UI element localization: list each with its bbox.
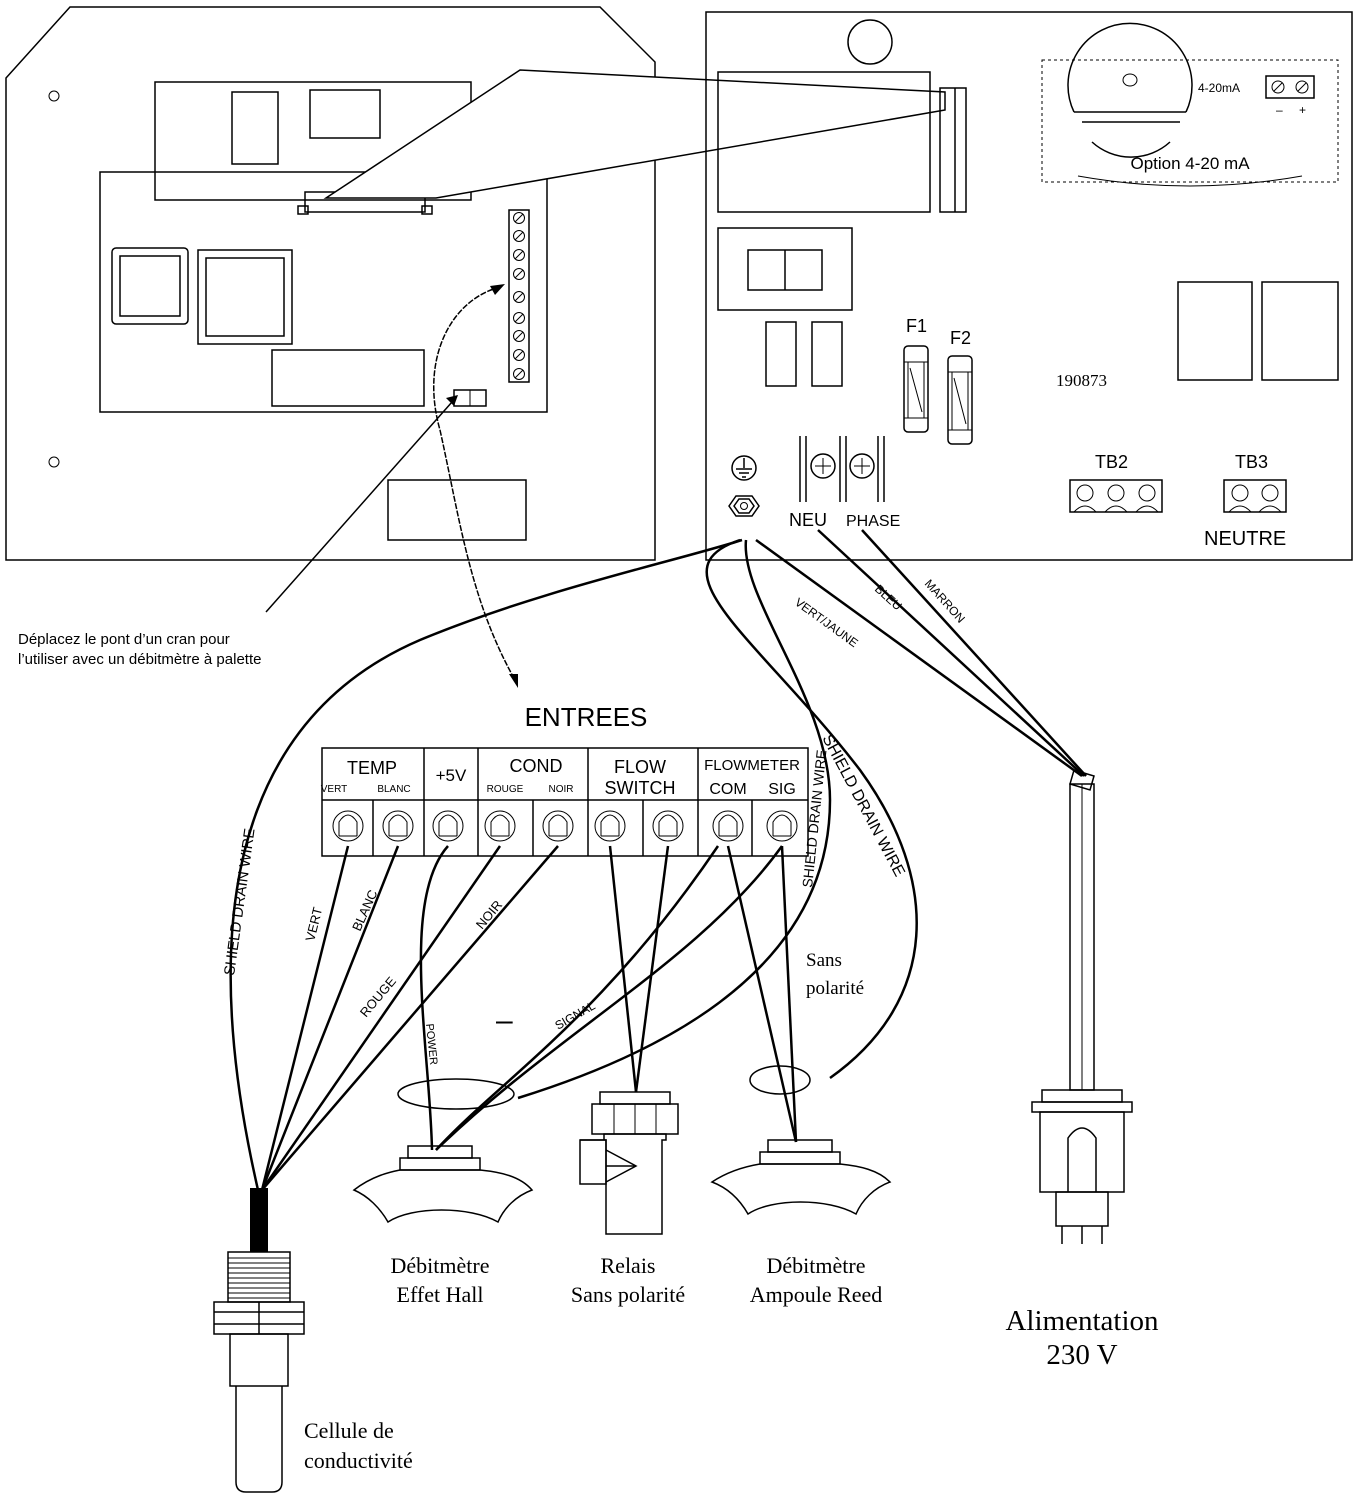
tb3-label: TB3: [1235, 452, 1268, 472]
option-title: Option 4-20 mA: [1130, 154, 1250, 173]
input-screw-6: [594, 810, 626, 842]
jumper-note: Déplacez le pont d’un cran pour l’utilis…: [18, 395, 458, 668]
label-shield-left: SHIELD DRAIN WIRE: [221, 827, 258, 976]
label-power: POWER: [423, 1023, 439, 1066]
input-screw-8: [712, 810, 744, 842]
input-screw-9: [766, 810, 798, 842]
group-plus5v: +5V: [436, 766, 467, 785]
input-screw-7: [652, 810, 684, 842]
jumper-note-line1: Déplacez le pont d’un cran pour: [18, 631, 230, 648]
relay-label-1: Relais: [601, 1253, 656, 1278]
tb2-label: TB2: [1095, 452, 1128, 472]
label-signal: SIGNAL: [553, 998, 598, 1032]
sans-polarite-2: polarité: [806, 978, 864, 999]
cell-label-2: conductivité: [304, 1448, 413, 1473]
phase-label: PHASE: [846, 513, 900, 530]
fuse-f1: F1: [903, 316, 929, 433]
group-temp: TEMP: [347, 758, 397, 778]
label-rouge: ROUGE: [357, 974, 399, 1020]
input-terminal-screws: [332, 810, 798, 842]
label-bleu: BLEU: [872, 582, 905, 613]
terminal-pointer-arrow: [432, 284, 518, 688]
input-screw-2: [382, 810, 414, 842]
ground-stud: [728, 495, 760, 517]
tb3-terminal: TB3 NEUTRE: [1204, 452, 1287, 550]
label-marron: MARRON: [922, 577, 968, 626]
hall-label-2: Effet Hall: [397, 1282, 484, 1307]
label-shield-mid: SHIELD DRAIN WIRE: [799, 749, 829, 888]
label-vert-jaune: VERT/JAUNE: [792, 595, 860, 650]
sub-vert: VERT: [321, 784, 348, 795]
reed-label-1: Débitmètre: [767, 1253, 866, 1278]
input-screw-3: [432, 810, 464, 842]
fuse-f2: F2: [947, 328, 973, 445]
group-switch: SWITCH: [605, 778, 676, 798]
group-flow: FLOW: [614, 757, 666, 777]
option-minus: –: [1276, 103, 1283, 117]
board-terminal-strip: [508, 209, 530, 383]
wires: [229, 529, 1087, 1191]
option-4-20-board: 4-20mA – + Option 4-20 mA: [1041, 22, 1339, 187]
reed-label-2: Ampoule Reed: [750, 1282, 883, 1307]
part-number: 190873: [1056, 371, 1107, 390]
sans-polarite-1: Sans: [806, 950, 842, 971]
input-screw-5: [542, 810, 574, 842]
mains-terminal-block: NEU PHASE: [789, 436, 900, 530]
inputs-terminal-block: ENTREES TEMP VERT BLANC +5V COND ROUGE N…: [321, 702, 809, 857]
reed-flowmeter: Sans polarité Débitmètre Ampoule Reed: [710, 950, 892, 1307]
fuse-f2-label: F2: [950, 328, 971, 348]
jumper-note-line2: l’utiliser avec un débitmètre à palette: [18, 651, 261, 668]
sub-rouge: ROUGE: [487, 784, 524, 795]
ground-icon: [731, 455, 757, 481]
inputs-title: ENTREES: [525, 702, 648, 732]
neutre-label: NEUTRE: [1204, 528, 1286, 550]
tb2-terminal: TB2: [1069, 452, 1163, 513]
power-label-2: 230 V: [1046, 1339, 1117, 1371]
left-board: [5, 6, 656, 561]
option-plus: +: [1299, 103, 1306, 117]
power-label-1: Alimentation: [1005, 1305, 1159, 1337]
sub-blanc: BLANC: [377, 784, 410, 795]
cell-label-1: Cellule de: [304, 1418, 394, 1443]
label-minus: –: [496, 1004, 513, 1037]
right-board: 4-20mA – + Option 4-20 mA F1 F2 190873: [705, 11, 1353, 561]
sub-sig: SIG: [768, 781, 796, 798]
relay-label-2: Sans polarité: [571, 1282, 685, 1307]
group-flowmeter: FLOWMETER: [704, 757, 800, 774]
group-cond: COND: [510, 756, 563, 776]
fuse-f1-label: F1: [906, 316, 927, 336]
ribbon-cable: [323, 69, 967, 213]
conductivity-cell: Cellule de conductivité: [213, 1188, 413, 1493]
sub-com: COM: [709, 781, 746, 798]
hall-flowmeter: Débitmètre Effet Hall: [352, 1078, 534, 1307]
option-terminal-label: 4-20mA: [1198, 81, 1240, 95]
hall-label-1: Débitmètre: [391, 1253, 490, 1278]
input-screw-4: [484, 810, 516, 842]
label-vert: VERT: [302, 906, 325, 943]
label-shield-right: SHIELD DRAIN WIRE: [818, 732, 907, 880]
power-plug: Alimentation 230 V: [1005, 769, 1159, 1371]
input-screw-1: [332, 810, 364, 842]
neu-label: NEU: [789, 510, 827, 530]
label-blanc: BLANC: [349, 888, 380, 934]
flow-switch-relay: Relais Sans polarité: [571, 1091, 685, 1307]
sub-noir: NOIR: [549, 784, 574, 795]
